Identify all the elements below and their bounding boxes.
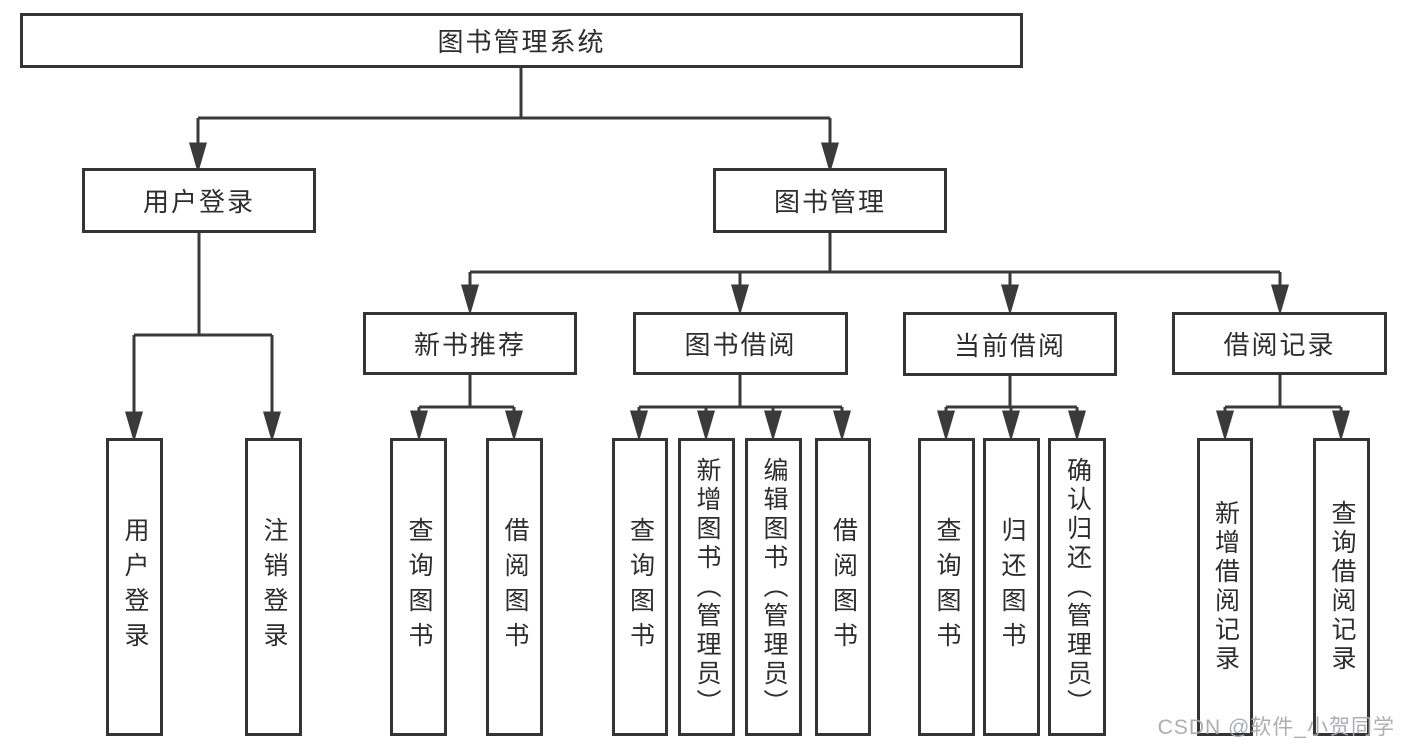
arrowhead [505,410,523,442]
arrowhead [461,284,479,316]
arrowhead [1001,284,1019,316]
leaf-add-book-admin: 新增图书（管理员） [678,438,735,736]
leaf-query-books-recommend: 查询图书 [390,438,447,736]
csdn-watermark: CSDN @软件_小贺同学 [1157,716,1395,739]
connector-book-borrowing [637,375,844,416]
connector-new-book [417,375,516,416]
leaf-confirm-return-admin: 确认归还（管理员） [1048,438,1106,736]
arrowhead [263,411,281,443]
arrowhead [125,411,143,443]
leaf-return-books: 归还图书 [983,438,1040,736]
arrowhead [697,410,715,442]
arrowhead [410,410,428,442]
arrowhead [1332,410,1350,442]
node-library-system: 图书管理系统 [20,13,1023,68]
connector-group [125,68,1350,443]
arrowhead [630,410,648,442]
arrowhead [1002,410,1020,442]
connector-root [196,68,832,148]
connector-book-management [468,233,1282,290]
node-user-login: 用户登录 [82,168,316,233]
node-book-management: 图书管理 [713,168,947,233]
arrowhead [764,410,782,442]
connector-borrowing-records [1223,375,1343,416]
leaf-edit-book-admin: 编辑图书（管理员） [745,438,802,736]
leaf-user-login: 用户登录 [106,438,163,736]
leaf-query-borrow-record: 查询借阅记录 [1313,438,1370,736]
leaf-query-books-borrowing: 查询图书 [612,438,668,736]
node-current-borrowing: 当前借阅 [903,312,1117,376]
node-new-book-recommendation: 新书推荐 [363,312,577,375]
arrowhead [937,410,955,442]
arrowhead [1216,410,1234,442]
arrowhead [1068,410,1086,442]
leaf-borrow-books-recommend: 借阅图书 [486,438,543,736]
arrowhead [731,284,749,316]
arrowhead [833,410,851,442]
node-borrowing-records: 借阅记录 [1172,312,1387,375]
node-book-borrowing: 图书借阅 [633,312,848,375]
leaf-borrow-books-borrowing: 借阅图书 [815,438,871,736]
arrowhead [189,142,207,174]
leaf-add-borrow-record: 新增借阅记录 [1197,438,1253,736]
arrowhead [1271,284,1289,316]
leaf-logout: 注销登录 [245,438,302,736]
arrowhead [821,142,839,174]
connector-current-borrowing [944,376,1079,416]
leaf-query-books-current: 查询图书 [918,438,975,736]
connector-user-login [132,233,274,415]
